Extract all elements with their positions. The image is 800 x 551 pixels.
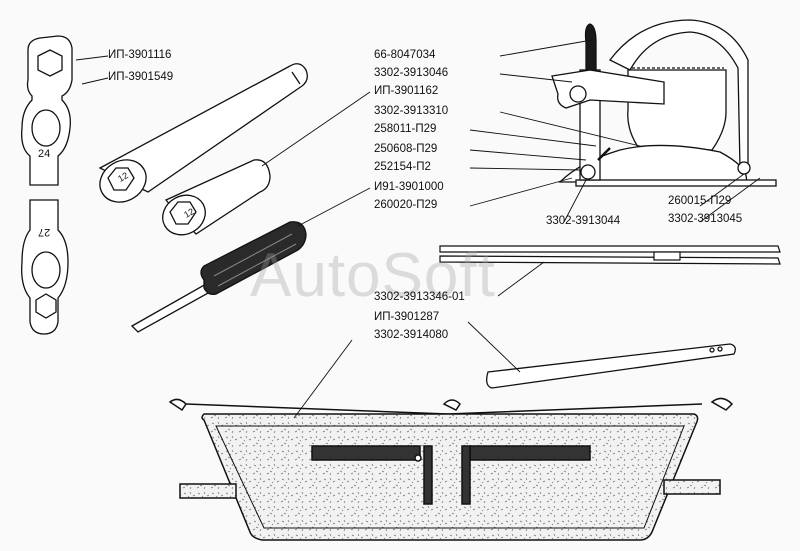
label-258011-p29: 258011-П29 [374,123,437,135]
label-ip-3901116: ИП-3901116 [108,49,172,61]
box-wrench [21,35,73,335]
label-260020-p29: 260020-П29 [374,199,438,211]
label-3302-3913045: 3302-3913045 [668,213,743,225]
label-3302-3913346-01: 3302-3913346-01 [374,291,465,303]
label-66-8047034: 66-8047034 [374,49,436,61]
label-252154-p2: 252154-П2 [374,161,431,173]
bottle-jack [551,19,777,187]
label-250608-p29: 250608-П29 [374,143,438,155]
label-ip-3901287: ИП-3901287 [374,311,440,323]
wrench-size-bottom: 27 [38,226,51,238]
screwdriver [130,221,307,333]
label-3302-3914080: 3302-3914080 [374,329,449,341]
leader-lines [75,39,761,419]
label-3302-3913310: 3302-3913310 [374,105,449,117]
jack-lever [486,343,736,389]
label-ip-3901162: ИП-3901162 [374,85,439,97]
short-socket-wrench [162,159,271,236]
watermark: AutoSoft [250,241,496,310]
long-socket-wrench [98,63,308,203]
wrench-size-top: 24 [38,148,51,160]
jack-handle [439,245,781,265]
label-i91-3901000: И91-3901000 [374,181,444,193]
label-3302-3913046: 3302-3913046 [374,67,449,79]
label-260015-p29: 260015-П29 [668,195,732,207]
label-3302-3913044: 3302-3913044 [546,215,621,227]
tool-bag [168,397,734,541]
label-ip-3901549: ИП-3901549 [108,71,174,83]
